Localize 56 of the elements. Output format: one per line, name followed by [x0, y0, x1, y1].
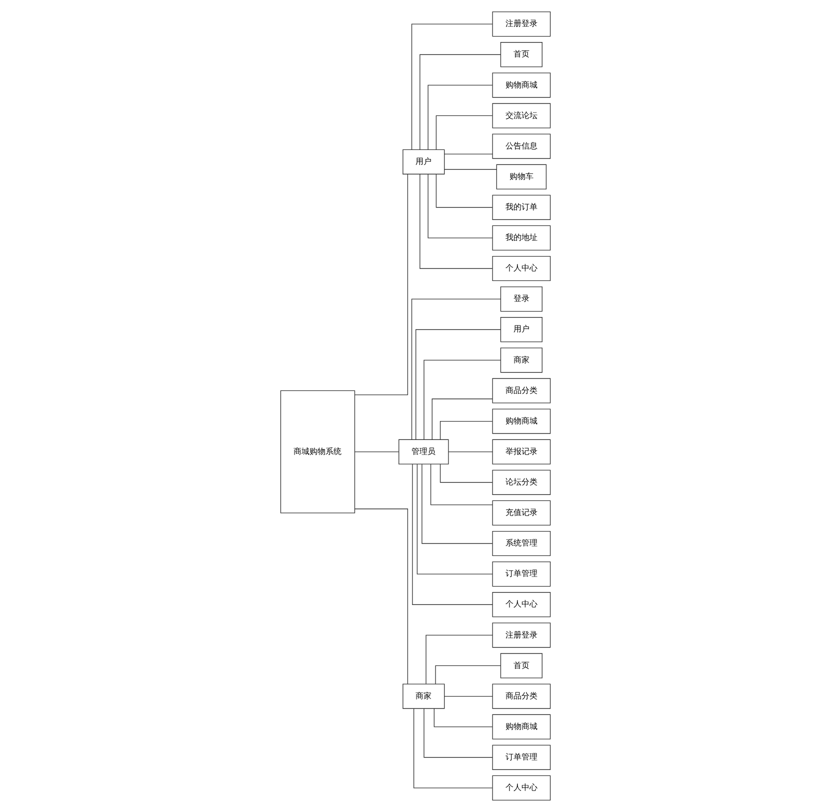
- node-box: 注册登录: [492, 622, 551, 648]
- connector: [426, 634, 493, 684]
- connector: [416, 464, 493, 574]
- node-box: 注册登录: [492, 12, 551, 37]
- node-box: 首页: [500, 653, 542, 678]
- node-box: 举报记录: [492, 439, 551, 464]
- node-box: 购物商城: [492, 408, 551, 434]
- node-box: 用户: [500, 317, 542, 342]
- connector: [413, 708, 493, 788]
- connector: [424, 360, 501, 440]
- node-box: 系统管理: [492, 530, 551, 556]
- connector: [440, 420, 493, 440]
- node-box: 购物商城: [492, 714, 551, 740]
- node-box: 用户: [402, 149, 445, 174]
- connector: [420, 174, 493, 269]
- connector: [435, 665, 501, 684]
- node-box: 订单管理: [492, 744, 551, 770]
- connector: [354, 508, 408, 684]
- connector: [428, 174, 493, 238]
- connector: [428, 84, 493, 150]
- node-box: 个人中心: [492, 256, 551, 282]
- node-box: 商家: [402, 684, 445, 709]
- connector: [440, 464, 493, 483]
- node-box: 订单管理: [492, 562, 551, 587]
- connector: [412, 464, 493, 605]
- node-box: 个人中心: [492, 592, 551, 618]
- connector: [416, 329, 501, 440]
- node-box: 购物商城: [492, 72, 551, 98]
- node-box: 交流论坛: [492, 103, 551, 128]
- node-box: 个人中心: [492, 775, 551, 800]
- node-box: 充值记录: [492, 500, 551, 526]
- node-box: 购物车: [496, 164, 547, 190]
- connector: [432, 398, 493, 440]
- node-box: 我的地址: [492, 225, 551, 250]
- node-box: 公告信息: [492, 134, 551, 159]
- connector: [411, 298, 501, 440]
- node-box: 我的订单: [492, 194, 551, 220]
- node-box: 商品分类: [492, 378, 551, 404]
- node-box: 商家: [500, 348, 542, 373]
- node-box: 登录: [500, 286, 542, 312]
- connector: [444, 169, 497, 170]
- node-box: 商城购物系统: [280, 390, 356, 514]
- connector: [420, 54, 501, 150]
- connector: [411, 24, 493, 150]
- connector: [422, 464, 493, 544]
- connector: [424, 708, 493, 758]
- node-box: 商品分类: [492, 684, 551, 709]
- connector: [434, 708, 493, 728]
- node-box: 论坛分类: [492, 470, 551, 495]
- node-box: 首页: [500, 42, 542, 68]
- connector: [436, 174, 493, 208]
- connector: [354, 174, 408, 396]
- connector: [444, 696, 493, 697]
- connector: [430, 464, 493, 506]
- node-box: 管理员: [398, 439, 449, 464]
- connector: [436, 115, 493, 150]
